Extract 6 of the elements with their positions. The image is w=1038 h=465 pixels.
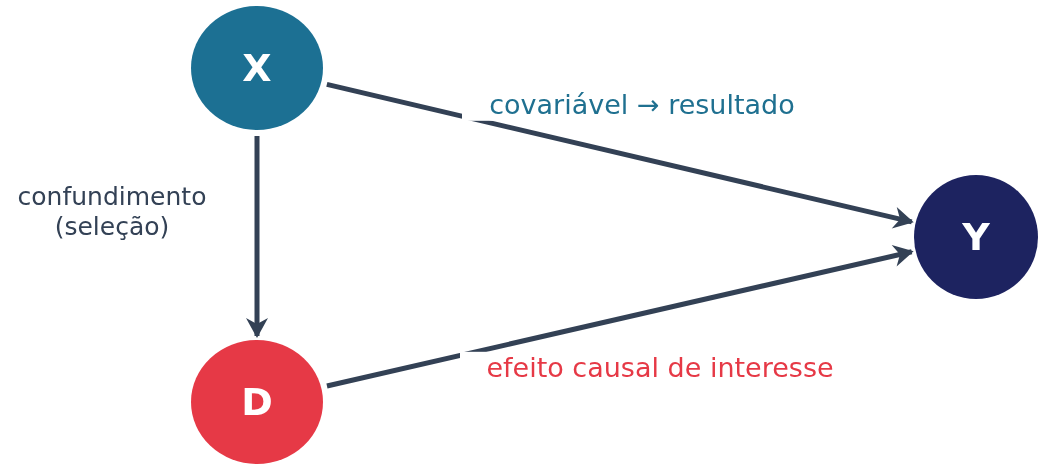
arrow: [246, 136, 268, 338]
arrow: [326, 245, 914, 389]
arrow: [326, 82, 914, 229]
variable-name: X: [242, 46, 272, 90]
variable-name: D: [241, 380, 273, 424]
variable-name: Y: [962, 215, 990, 259]
